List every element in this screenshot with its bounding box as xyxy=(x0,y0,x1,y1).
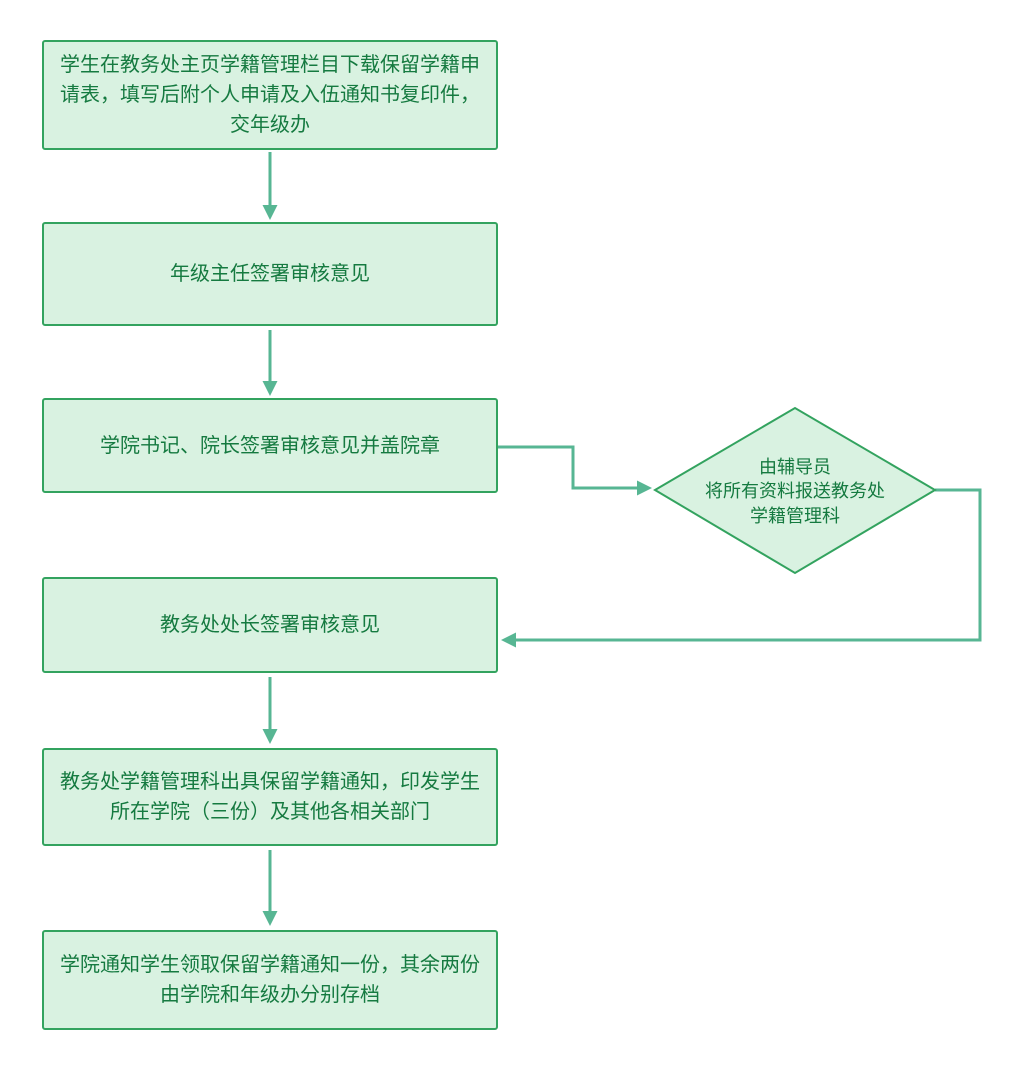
flow-step-download-form: 学生在教务处主页学籍管理栏目下载保留学籍申请表，填写后附个人申请及入伍通知书复印… xyxy=(42,40,498,150)
flow-step-label: 学院书记、院长签署审核意见并盖院章 xyxy=(100,434,440,457)
flow-step-dean-review: 教务处处长签署审核意见 xyxy=(42,577,498,673)
flow-step-archive-notice: 学院通知学生领取保留学籍通知一份，其余两份由学院和年级办分别存档 xyxy=(42,930,498,1030)
flow-step-label: 教务处学籍管理科出具保留学籍通知，印发学生所在学院（三份）及其他各相关部门 xyxy=(60,771,480,823)
flow-step-label: 学生在教务处主页学籍管理栏目下载保留学籍申请表，填写后附个人申请及入伍通知书复印… xyxy=(60,54,480,136)
decision-diamond-label: 由辅导员 将所有资料报送教务处 学籍管理科 xyxy=(705,457,885,526)
flow-step-college-review-seal: 学院书记、院长签署审核意见并盖院章 xyxy=(42,398,498,493)
arrow-step3-decision xyxy=(498,445,652,496)
flow-step-label: 教务处处长签署审核意见 xyxy=(160,614,380,636)
flow-step-label: 学院通知学生领取保留学籍通知一份，其余两份由学院和年级办分别存档 xyxy=(60,954,480,1006)
flow-step-grade-director-review: 年级主任签署审核意见 xyxy=(42,222,498,326)
flow-step-issue-notice: 教务处学籍管理科出具保留学籍通知，印发学生所在学院（三份）及其他各相关部门 xyxy=(42,748,498,846)
flow-step-label: 年级主任签署审核意见 xyxy=(170,263,370,285)
